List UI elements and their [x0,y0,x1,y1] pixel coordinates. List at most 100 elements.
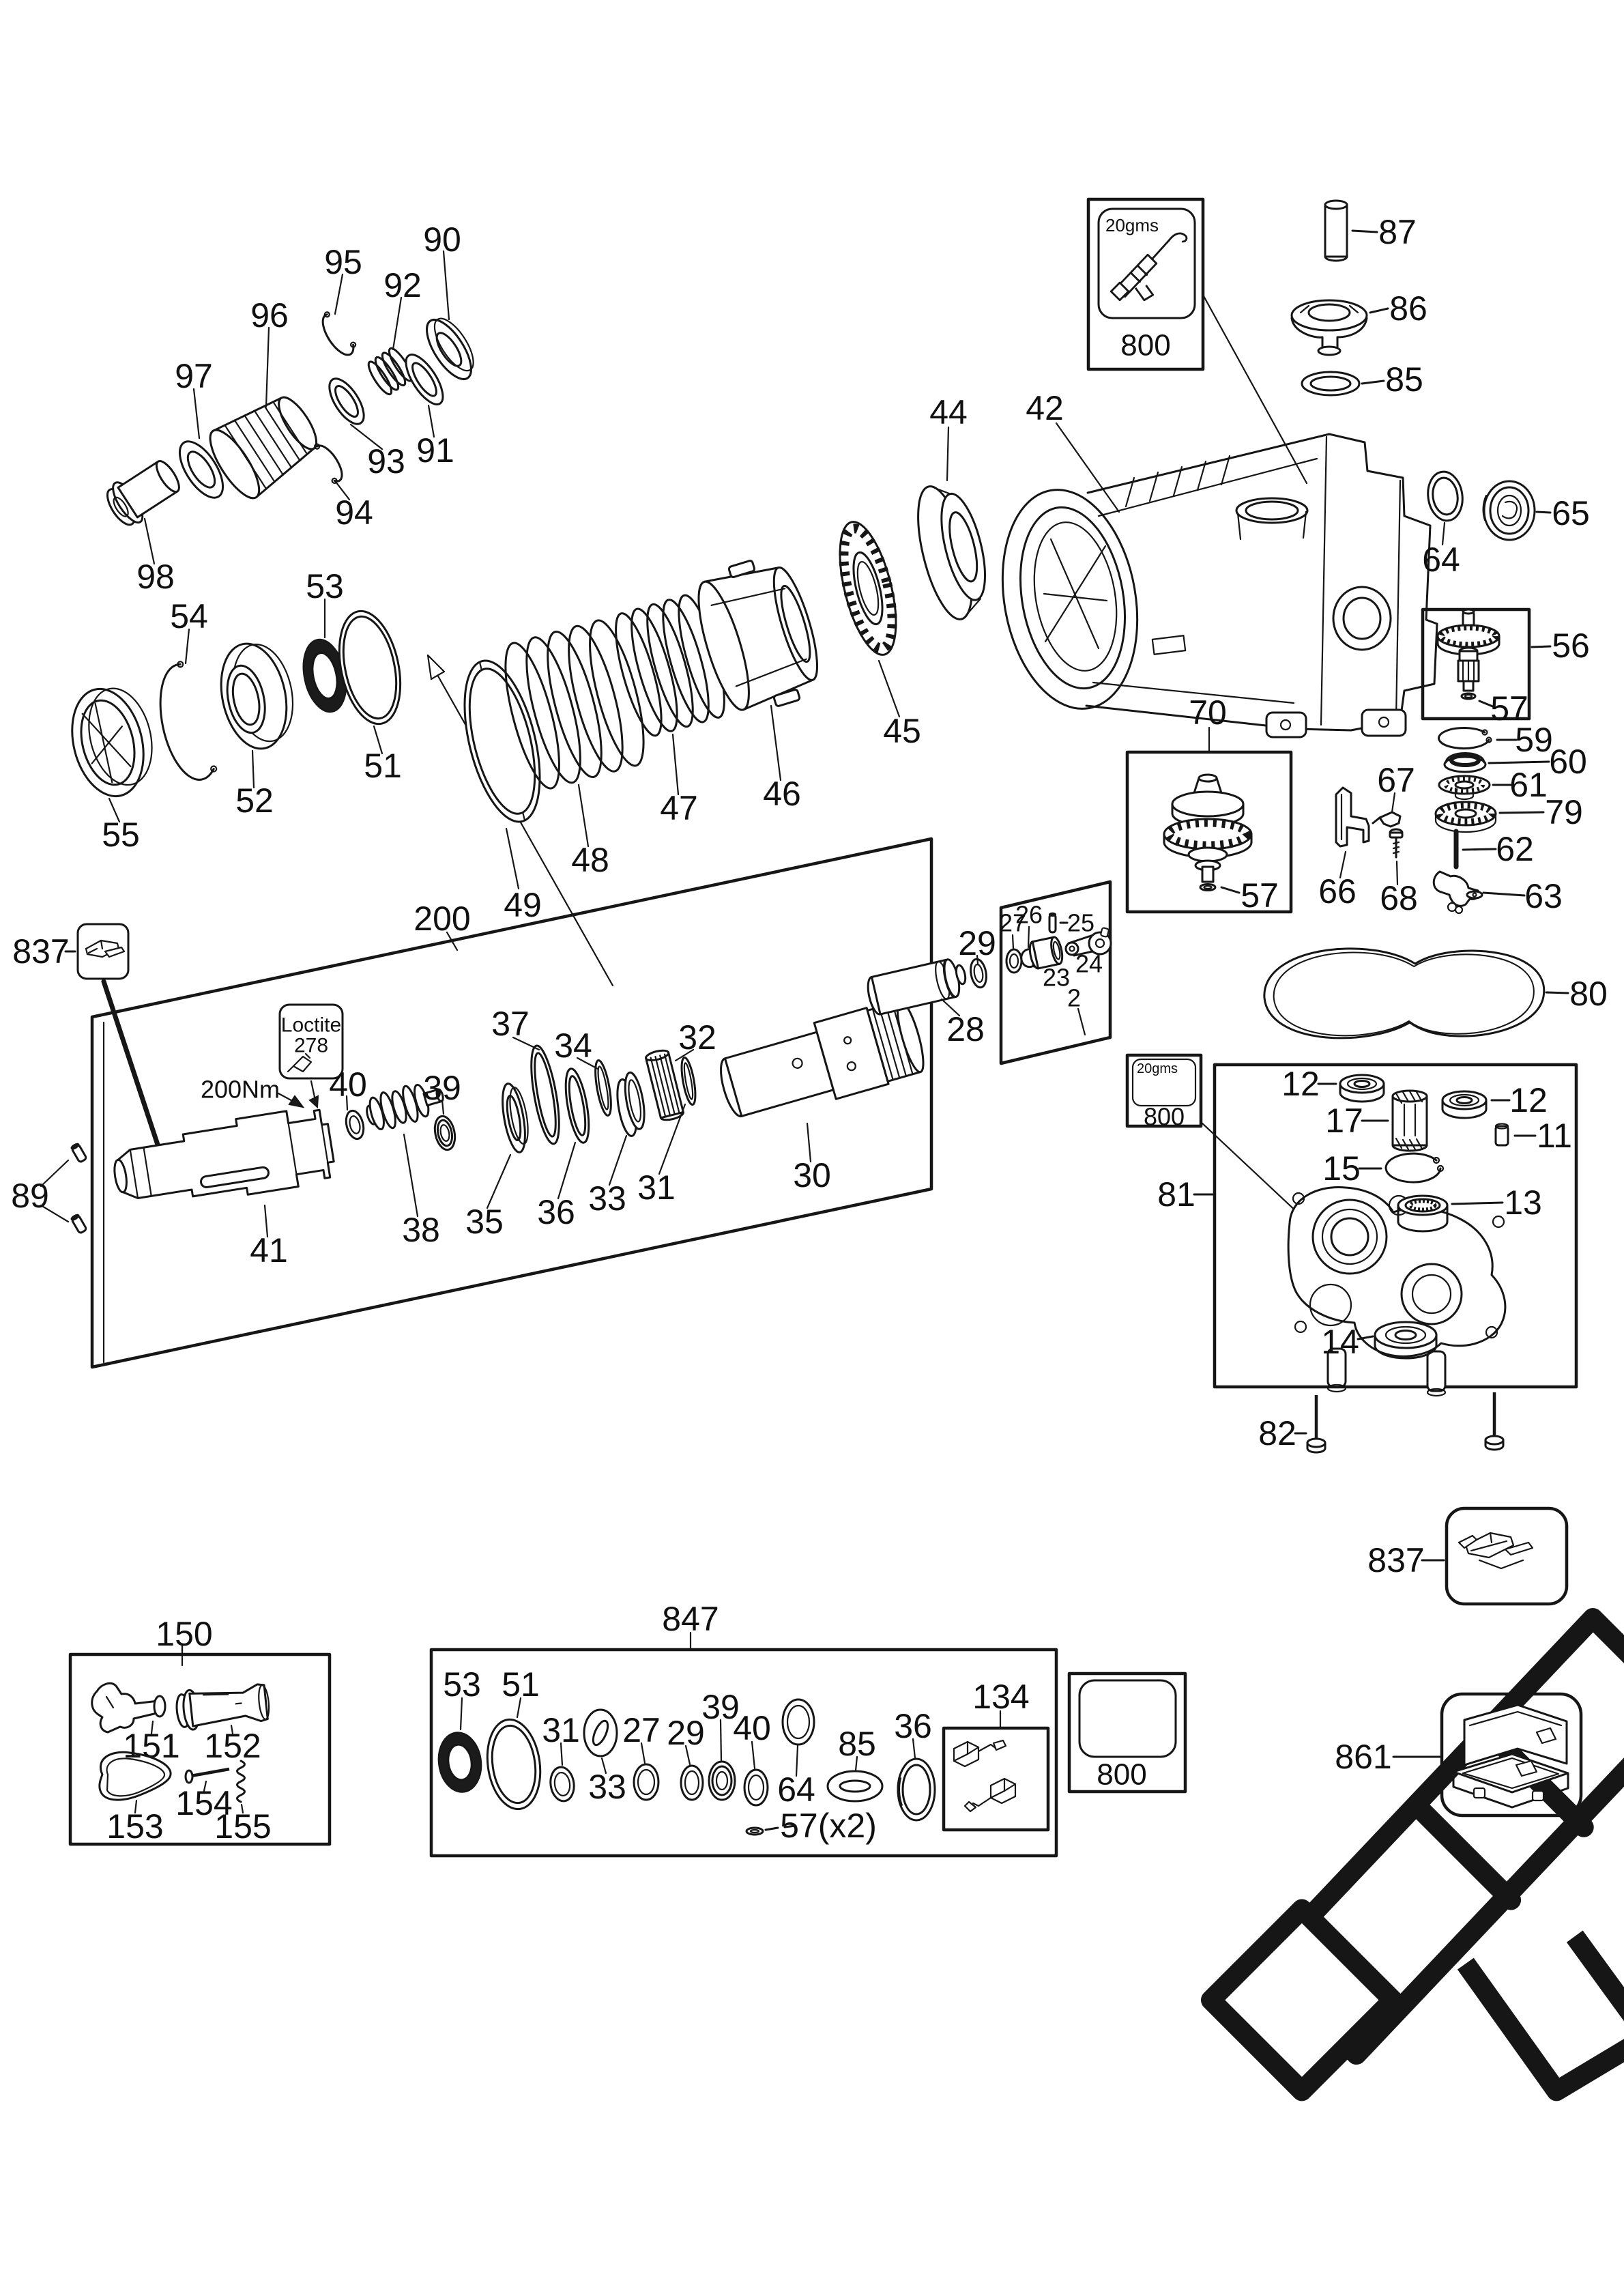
part-label-97: 97 [175,357,213,395]
box-861 [1440,1692,1583,1818]
part-label-45: 45 [883,712,921,750]
grease-qty-top: 20gms [1105,215,1159,235]
part-60-dome-seal [1443,752,1487,773]
part-label-47: 47 [660,789,698,827]
kit-150-group: 150 151 152 153 154 155 [68,1615,332,1846]
part-label-837a: 837 [12,932,69,971]
grease-kit-number-top: 800 [1120,329,1170,362]
part-64k-o-ring [781,1698,815,1746]
part-label-79: 79 [1545,793,1583,831]
part-79-gear [1434,801,1497,833]
part-label-49: 49 [504,886,542,924]
part-33k-washer [583,1708,618,1757]
box-81 [1213,1063,1578,1389]
part-label-57b: 57 [1241,876,1279,915]
part-56-gear-shaft [1436,608,1500,700]
part-label-155: 155 [214,1807,271,1846]
part-label-85k: 85 [838,1725,876,1763]
part-label-39k: 39 [701,1688,740,1726]
group-label-150: 150 [156,1615,212,1653]
part-label-80: 80 [1569,975,1608,1013]
clutch-row: 49 48 47 46 45 44 [463,393,986,924]
part-90-washer [426,317,474,380]
loctite-note-box: Loctite 278 [278,1003,344,1109]
box-134 [942,1726,1050,1832]
part-59-snap-ring [1438,727,1492,749]
part-14-ball-bearing [1374,1321,1438,1360]
part-154-pin [184,1767,230,1784]
part-label-29k: 29 [667,1714,705,1752]
part-label-86: 86 [1389,289,1427,328]
torque-note: 200Nm [201,1076,280,1104]
kit-847-group: 847 53 51 31 33 27 29 39 40 64 57(x2) 85 [429,1600,1058,1858]
assembly-direction-arrow [426,654,614,987]
part-label-17: 17 [1325,1102,1363,1140]
chuck-nose-assembly: 90 95 92 96 97 93 91 94 98 [106,220,474,596]
part-80-gasket: 80 [1263,947,1608,1039]
part-label-38: 38 [402,1211,440,1249]
part-93-ring [328,377,365,425]
part-61-bearing-plate [1438,775,1491,801]
part-label-62: 62 [1496,830,1534,868]
part-label-89: 89 [11,1177,49,1215]
part-label-40: 40 [329,1065,367,1104]
part-label-48: 48 [571,841,609,879]
part-label-30: 30 [793,1156,831,1194]
part-12b-bearing [1441,1090,1488,1119]
spindle-assembly-box-200: 200 837 200Nm Loctite 278 89 41 [11,837,933,1369]
part-24-crank [1064,927,1112,957]
box-56 [1421,607,1531,721]
part-64-o-ring [1427,470,1464,522]
part-label-11: 11 [1537,1117,1572,1155]
part-label-57k: 57(x2) [780,1807,877,1845]
piston-group: 28 29 2 27 26 23 25 24 [867,880,1112,1065]
part-label-51k: 51 [502,1665,540,1704]
part-11-pin [1494,1123,1509,1147]
part-66-fork-bracket [1335,786,1370,848]
part-label-51: 51 [364,747,402,785]
part-label-134: 134 [972,1678,1029,1716]
part-label-837b: 837 [1367,1541,1424,1579]
part-label-70: 70 [1189,693,1227,732]
part-label-59: 59 [1515,721,1553,759]
part-label-64: 64 [1422,541,1460,579]
part-94-snap-ring [314,443,343,484]
part-39k-seal [708,1760,736,1801]
part-label-27k: 27 [622,1711,661,1749]
gear-case-81-group: 81 20gms 800 12 12 17 11 [1125,1053,1624,2091]
ring-set-left: 53 54 51 52 55 [71,567,614,987]
part-85k-ring [826,1770,884,1803]
part-42-motor-housing [1001,433,1438,738]
part-68-screw [1389,828,1404,859]
part-label-31k: 31 [542,1711,580,1749]
part-23-piston-pin [1028,936,1064,970]
part-85-o-ring [1301,371,1361,397]
part-label-55: 55 [102,816,140,854]
part-87-cylinder-pin [1324,199,1348,262]
grease-qty-mid: 20gms [1137,1061,1178,1076]
grease-box-800-bottom: 800 [1067,1671,1624,2296]
part-155-spring [236,1760,246,1803]
part-52-bearing-ring [220,642,294,750]
part-47-spring [615,594,725,737]
part-label-29: 29 [958,924,996,962]
part-label-153: 153 [106,1807,163,1846]
part-30-cylinder [720,1000,925,1118]
part-97-ring [178,440,224,499]
part-label-12a: 12 [1281,1065,1320,1103]
brush-set-134: 134 [942,1678,1050,1832]
part-label-35: 35 [465,1203,504,1241]
part-label-44: 44 [929,393,968,431]
kit-box-837-bottom: 837 [1367,1506,1569,1606]
part-39-seal [433,1115,456,1151]
part-51k-o-ring [486,1718,542,1811]
part-label-95: 95 [324,243,362,281]
part-861-case [1452,1704,1569,1809]
part-label-68: 68 [1380,879,1418,917]
group-label-847: 847 [662,1600,719,1638]
part-label-33k: 33 [588,1768,626,1806]
part-33-rings [616,1071,646,1137]
part-37-ring [530,1044,560,1145]
